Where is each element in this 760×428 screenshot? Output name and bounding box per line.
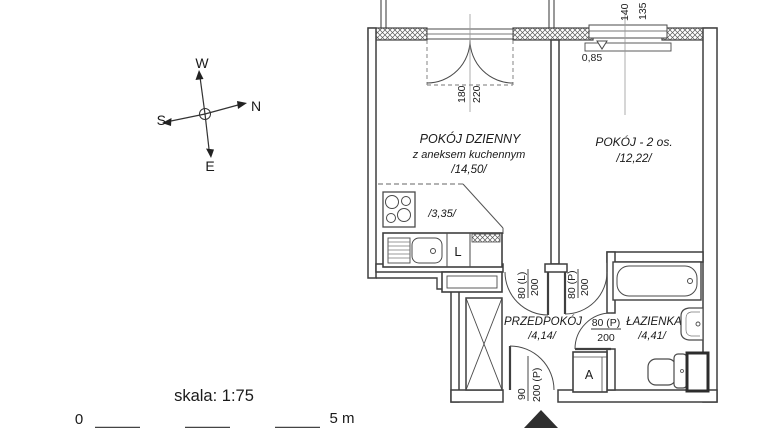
bathroom-door-height: 200 (597, 332, 615, 344)
bedroom-door-height: 200 (579, 278, 591, 296)
entry-door-height: 200 (P) (531, 368, 543, 402)
entrance-marker-triangle (524, 410, 558, 428)
hall-area: /4,14/ (527, 330, 556, 342)
window-height: 135 (637, 2, 649, 20)
entry-door-size: 90 (516, 388, 528, 400)
compass-arrow-s (162, 118, 172, 126)
compass-arrow-e (206, 148, 214, 158)
kitchen-area-label: /3,35/ (427, 208, 456, 220)
compass-arrow-n (237, 101, 247, 109)
washer-box: A (572, 351, 608, 393)
stove (382, 191, 416, 228)
scale-bar-end: 5 m (329, 410, 354, 427)
room-labels: POKÓJ DZIENNY z aneksem kuchennym /14,50… (412, 131, 682, 342)
compass-label-s: S (157, 112, 166, 128)
compass-arrow-w (195, 70, 204, 80)
balcony-door: 180 220 (426, 14, 514, 112)
kitchen-sink (387, 237, 443, 264)
compass-label-n: N (251, 98, 261, 114)
bathroom-door: 80 (P) 200 (574, 312, 621, 351)
exterior-walls (367, 27, 718, 403)
window-sill-marker (596, 40, 608, 50)
bedroom-window: 140 135 0,85 (582, 2, 672, 115)
compass-label-e: E (205, 158, 214, 174)
bathroom-name: ŁAZIENKA (626, 316, 682, 328)
bedroom-name: POKÓJ - 2 os. (595, 134, 672, 149)
scale-bar-start: 0 (75, 411, 83, 428)
balcony-divider-lines (380, 0, 555, 28)
bathroom-area: /4,41/ (637, 330, 666, 342)
living-room-door: 80 (L) 200 (504, 269, 550, 316)
bedroom-door-size: 80 (P) (566, 270, 578, 299)
fridge-label: L (454, 244, 461, 259)
hall-name: PRZEDPOKÓJ (504, 315, 582, 328)
living-room-note: z aneksem kuchennym (412, 149, 526, 161)
shaft-crossed (465, 297, 503, 391)
bedroom-area: /12,22/ (615, 153, 653, 165)
corner-shaft (685, 351, 710, 393)
bathtub (612, 261, 702, 301)
living-room-area: /14,50/ (450, 164, 488, 176)
entry-door: 90 200 (P) (508, 345, 558, 428)
kitchen-annex: L /3,35/ (378, 183, 504, 268)
bedroom-door: 80 (P) 200 (563, 269, 608, 315)
hall-wardrobe (441, 271, 503, 293)
window-width: 140 (619, 3, 631, 21)
toilet (647, 353, 688, 389)
balcony-door-height: 220 (471, 85, 483, 103)
scale-block: skala: 1:75 0 5 m (75, 387, 355, 428)
scale-label: skala: 1:75 (174, 387, 254, 405)
living-door-height: 200 (529, 278, 541, 296)
window-sill-height: 0,85 (582, 52, 603, 64)
living-door-size: 80 (L) (516, 272, 528, 299)
bathroom-door-size: 80 (P) (592, 317, 621, 329)
balcony-door-width: 180 (456, 85, 468, 103)
kitchen-counter: L (382, 232, 503, 268)
living-room-name: POKÓJ DZIENNY (420, 131, 522, 146)
washbasin (680, 307, 704, 341)
compass-rose: W N E S (157, 55, 261, 174)
compass-label-w: W (195, 55, 209, 71)
washer-label: A (585, 368, 594, 382)
